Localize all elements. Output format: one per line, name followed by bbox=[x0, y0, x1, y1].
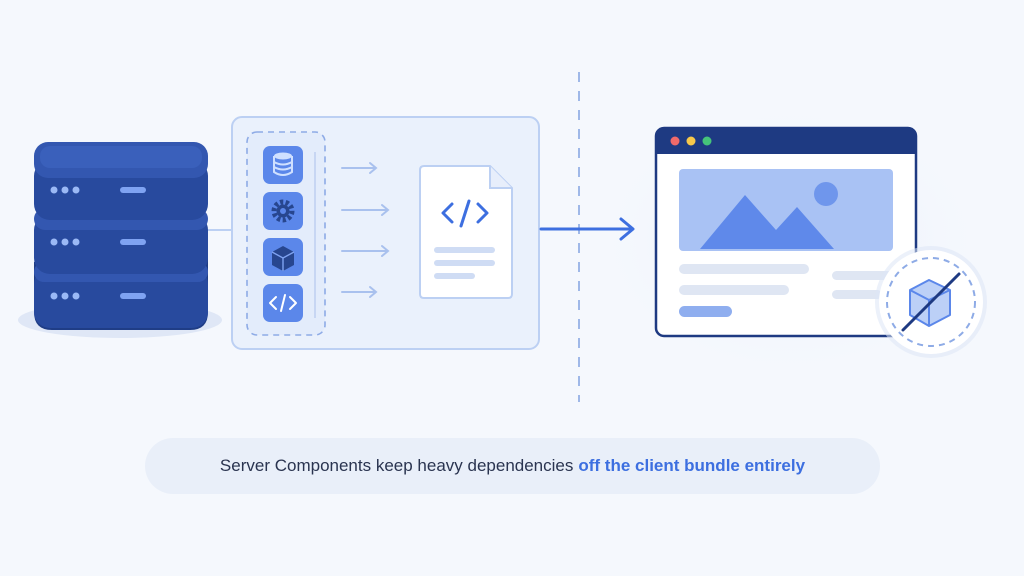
server-stack-icon bbox=[18, 142, 232, 338]
gear-icon bbox=[263, 192, 303, 230]
code-file-icon bbox=[419, 165, 513, 299]
sidebar-line bbox=[832, 290, 882, 299]
arrow-right-icon bbox=[341, 245, 390, 257]
caption-text: Server Components keep heavy dependencie… bbox=[219, 456, 574, 475]
caption-highlight: off the client bundle entirely bbox=[578, 456, 806, 475]
sidebar-line bbox=[832, 271, 892, 280]
content-button bbox=[679, 306, 732, 317]
arrow-right-icon bbox=[341, 204, 390, 216]
window-maximize-dot bbox=[702, 136, 712, 146]
crossed-out-cube-icon bbox=[875, 246, 987, 358]
dependency-arrows bbox=[341, 162, 390, 298]
content-line bbox=[679, 285, 789, 295]
caption-pill: Server Components keep heavy dependencie… bbox=[145, 438, 880, 494]
arrow-right-icon bbox=[341, 286, 378, 298]
server-unit-top bbox=[34, 142, 208, 220]
image-placeholder-icon bbox=[679, 169, 893, 251]
code-icon bbox=[263, 284, 303, 322]
cube-icon bbox=[263, 238, 303, 276]
window-close-dot bbox=[670, 136, 680, 146]
window-minimize-dot bbox=[686, 136, 696, 146]
database-icon bbox=[263, 146, 303, 184]
arrow-right-icon bbox=[341, 162, 378, 174]
browser-window bbox=[654, 126, 918, 338]
output-arrow bbox=[539, 217, 635, 241]
content-line bbox=[679, 264, 809, 274]
